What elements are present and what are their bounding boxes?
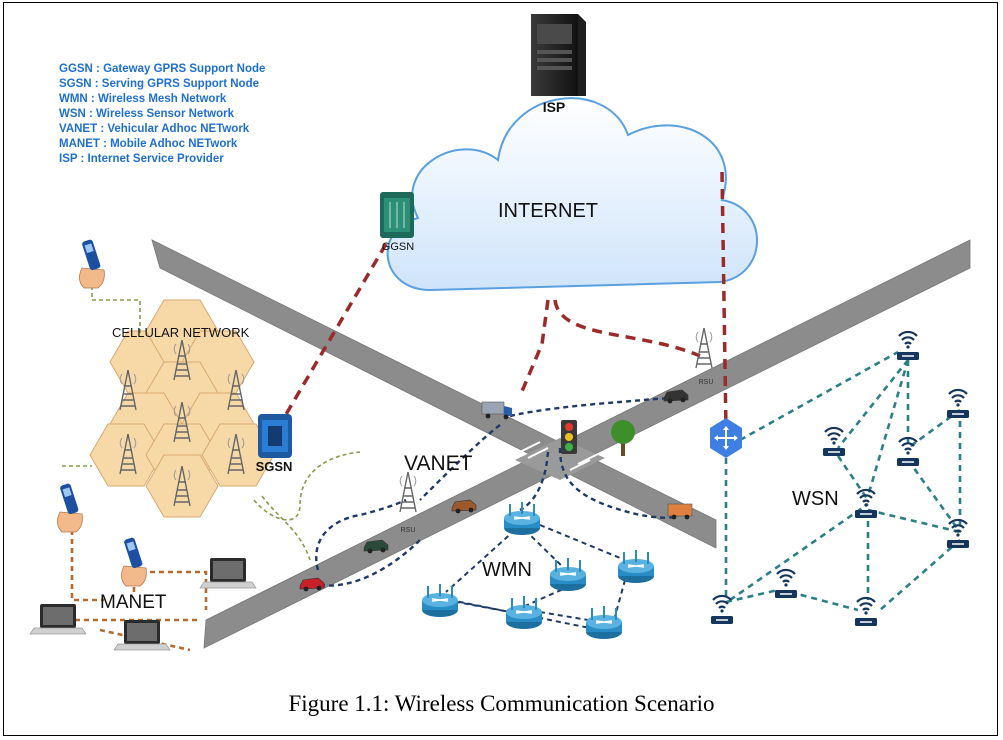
vehicles [299,389,693,592]
figure-caption: Figure 1.1: Wireless Communication Scena… [288,691,715,716]
isp-server-icon [531,14,586,96]
rsu-towers [399,327,713,513]
road-network [151,239,971,649]
abbreviation-legend: GGSN : Gateway GPRS Support Node SGSN : … [59,62,265,167]
legend-item: VANET : Vehicular Adhoc NETwork [59,123,250,135]
legend-item: MANET : Mobile Adhoc NETwork [59,138,238,150]
rsu-label-1: RSU [699,379,714,386]
rsu-label-2: RSU [401,527,416,534]
cellular-label: CELLULAR NETWORK [112,325,250,340]
internet-cloud [386,97,758,292]
truck-icon [481,401,512,420]
legend-item: GGSN : Gateway GPRS Support Node [59,63,266,75]
bus-icon [667,503,693,520]
wsn-label: WSN [792,488,839,510]
wmn-label: WMN [482,559,532,581]
traffic-light-icon [561,420,577,454]
wsn-links [724,350,962,612]
legend-item: SGSN : Serving GPRS Support Node [59,78,259,90]
legend-item: ISP : Internet Service Provider [59,153,224,165]
sgsn-label: SGSN [256,459,293,474]
internet-label: INTERNET [498,200,598,222]
wmn-links [445,524,626,629]
legend-item: WMN : Wireless Mesh Network [59,93,227,105]
isp-label: ISP [543,99,566,115]
manet-label: MANET [100,592,167,613]
sgsn-device-icon [258,414,292,458]
cellular-links [62,286,361,561]
tree-icon [611,420,635,456]
ggsn-device-icon [380,192,414,238]
vanet-label: VANET [404,452,473,475]
ggsn-label: GGSN [382,241,414,253]
legend-item: WSN : Wireless Sensor Network [59,108,234,120]
backbone-links [276,171,728,431]
gateway-hub-icon [710,418,742,458]
cellular-hex-grid [89,299,275,518]
